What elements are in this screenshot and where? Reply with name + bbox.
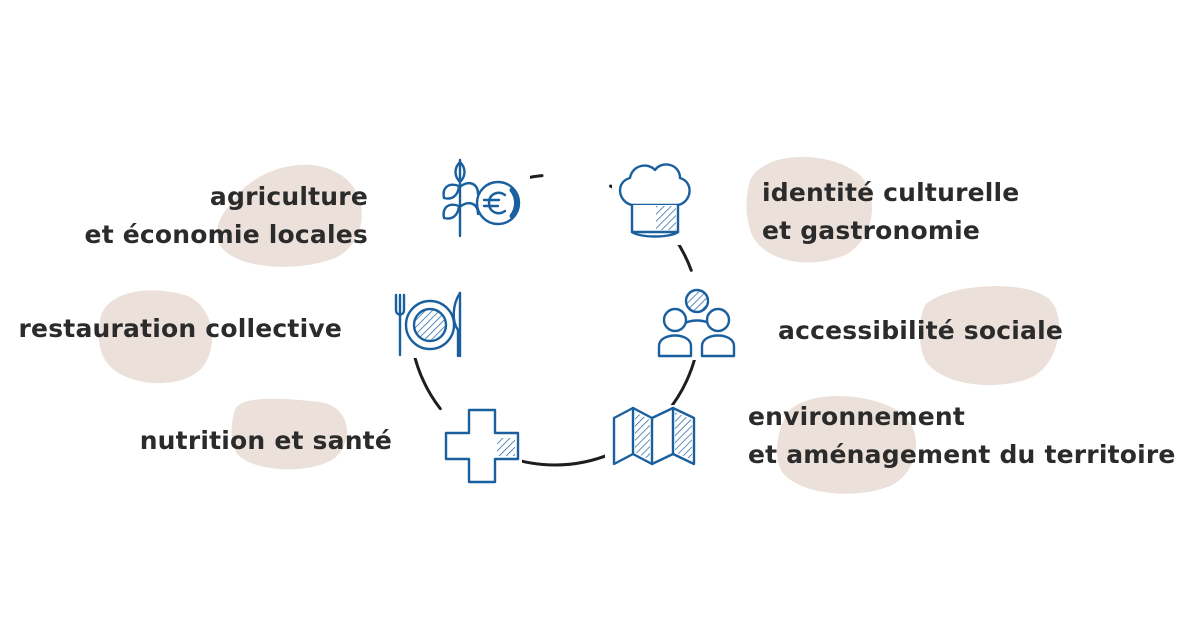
label-environnement-line1: environnement: [748, 402, 966, 431]
people-group-icon: [655, 285, 737, 360]
label-agriculture-line1: agriculture: [209, 182, 368, 211]
wheat-euro-icon: [430, 150, 530, 240]
blob-environnement: [776, 395, 917, 494]
label-nutrition-line1: nutrition et santé: [139, 426, 392, 455]
label-environnement-line2: et aménagement du territoire: [748, 440, 1176, 469]
label-social: accessibilité sociale: [778, 312, 1063, 350]
label-environnement: environnement et aménagement du territoi…: [748, 398, 1176, 474]
blob-nutrition: [231, 398, 347, 470]
label-culture-line1: identité culturelle: [762, 178, 1020, 207]
chef-hat-icon: [612, 160, 692, 245]
label-restauration: restauration collective: [19, 310, 342, 348]
label-agriculture: agriculture et économie locales: [85, 178, 368, 254]
label-restauration-line1: restauration collective: [18, 314, 342, 343]
blob-restauration: [98, 290, 212, 384]
plate-cutlery-icon: [388, 288, 470, 358]
label-culture-line2: et gastronomie: [762, 216, 981, 245]
health-cross-icon: [442, 405, 522, 485]
label-agriculture-line2: et économie locales: [84, 220, 368, 249]
label-social-line1: accessibilité sociale: [778, 316, 1064, 345]
folded-map-icon: [605, 405, 700, 475]
blob-culture: [746, 156, 872, 263]
label-nutrition: nutrition et santé: [140, 422, 392, 460]
blob-agriculture: [216, 164, 362, 267]
background-blobs: [98, 156, 1060, 494]
label-culture: identité culturelle et gastronomie: [762, 174, 1019, 250]
blob-social: [919, 286, 1060, 386]
